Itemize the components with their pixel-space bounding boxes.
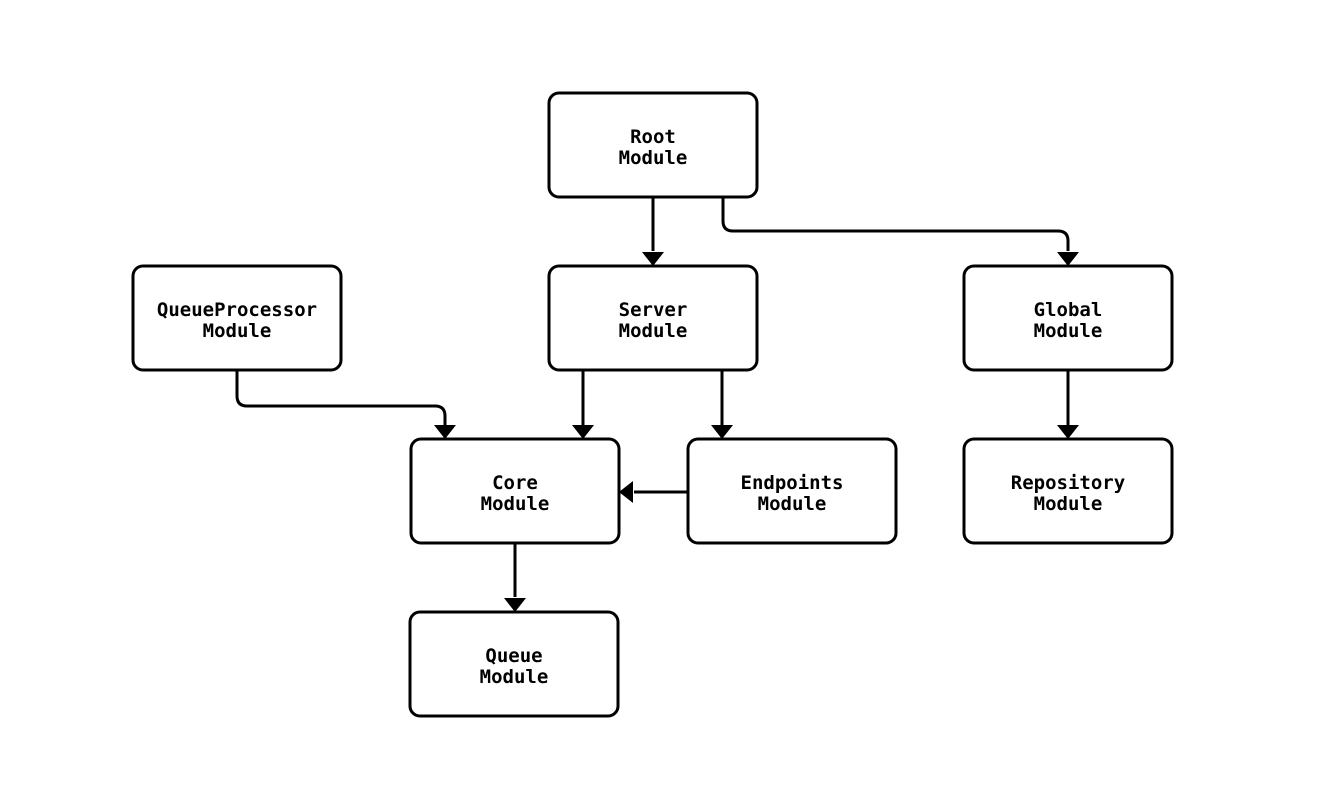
node-box (962, 264, 1174, 372)
edge-line (235, 370, 447, 425)
node-label-line2: Module (481, 493, 550, 515)
node-box (547, 264, 759, 372)
edge-server-to-core (572, 370, 594, 439)
arrowhead-icon (619, 481, 633, 503)
node-box (131, 264, 343, 372)
edge-endpoints-to-core (619, 481, 688, 503)
edge-server-to-endpoints (711, 370, 733, 439)
arrowhead-icon (711, 425, 733, 439)
node-label-line2: Module (203, 320, 272, 342)
arrowhead-icon (1057, 252, 1079, 266)
node-label-line2: Module (758, 493, 827, 515)
edge-root-to-global (721, 197, 1079, 266)
edge-line (721, 197, 1070, 251)
arrowhead-icon (504, 598, 526, 612)
node-box (962, 437, 1174, 545)
node-box (547, 91, 759, 199)
node-label-line1: Repository (1011, 472, 1125, 494)
edges-layer (235, 197, 1079, 612)
edge-core-to-queue (504, 543, 526, 612)
node-label-line1: Endpoints (741, 472, 844, 494)
edge-queueprocessor-to-core (235, 370, 456, 439)
arrowhead-icon (434, 425, 456, 439)
node-label-line2: Module (619, 147, 688, 169)
node-box (686, 437, 898, 545)
node-label-line2: Module (1034, 320, 1103, 342)
edge-global-to-repository (1057, 370, 1079, 439)
arrowhead-icon (572, 425, 594, 439)
arrowhead-icon (1057, 425, 1079, 439)
node-label-line1: Queue (485, 645, 542, 667)
node-label-line1: Core (492, 472, 538, 494)
node-label-line1: Root (630, 126, 676, 148)
node-label-line1: Server (619, 299, 688, 321)
arrowhead-icon (642, 252, 664, 266)
node-label-line1: Global (1034, 299, 1103, 321)
node-box (409, 437, 621, 545)
node-label-line1: QueueProcessor (157, 299, 317, 321)
node-label-line2: Module (619, 320, 688, 342)
node-box (408, 610, 620, 718)
nodes-layer: RootModuleQueueProcessorModuleServerModu… (131, 91, 1174, 718)
node-label-line2: Module (1034, 493, 1103, 515)
node-label-line2: Module (480, 666, 549, 688)
edge-root-to-server (642, 197, 664, 266)
